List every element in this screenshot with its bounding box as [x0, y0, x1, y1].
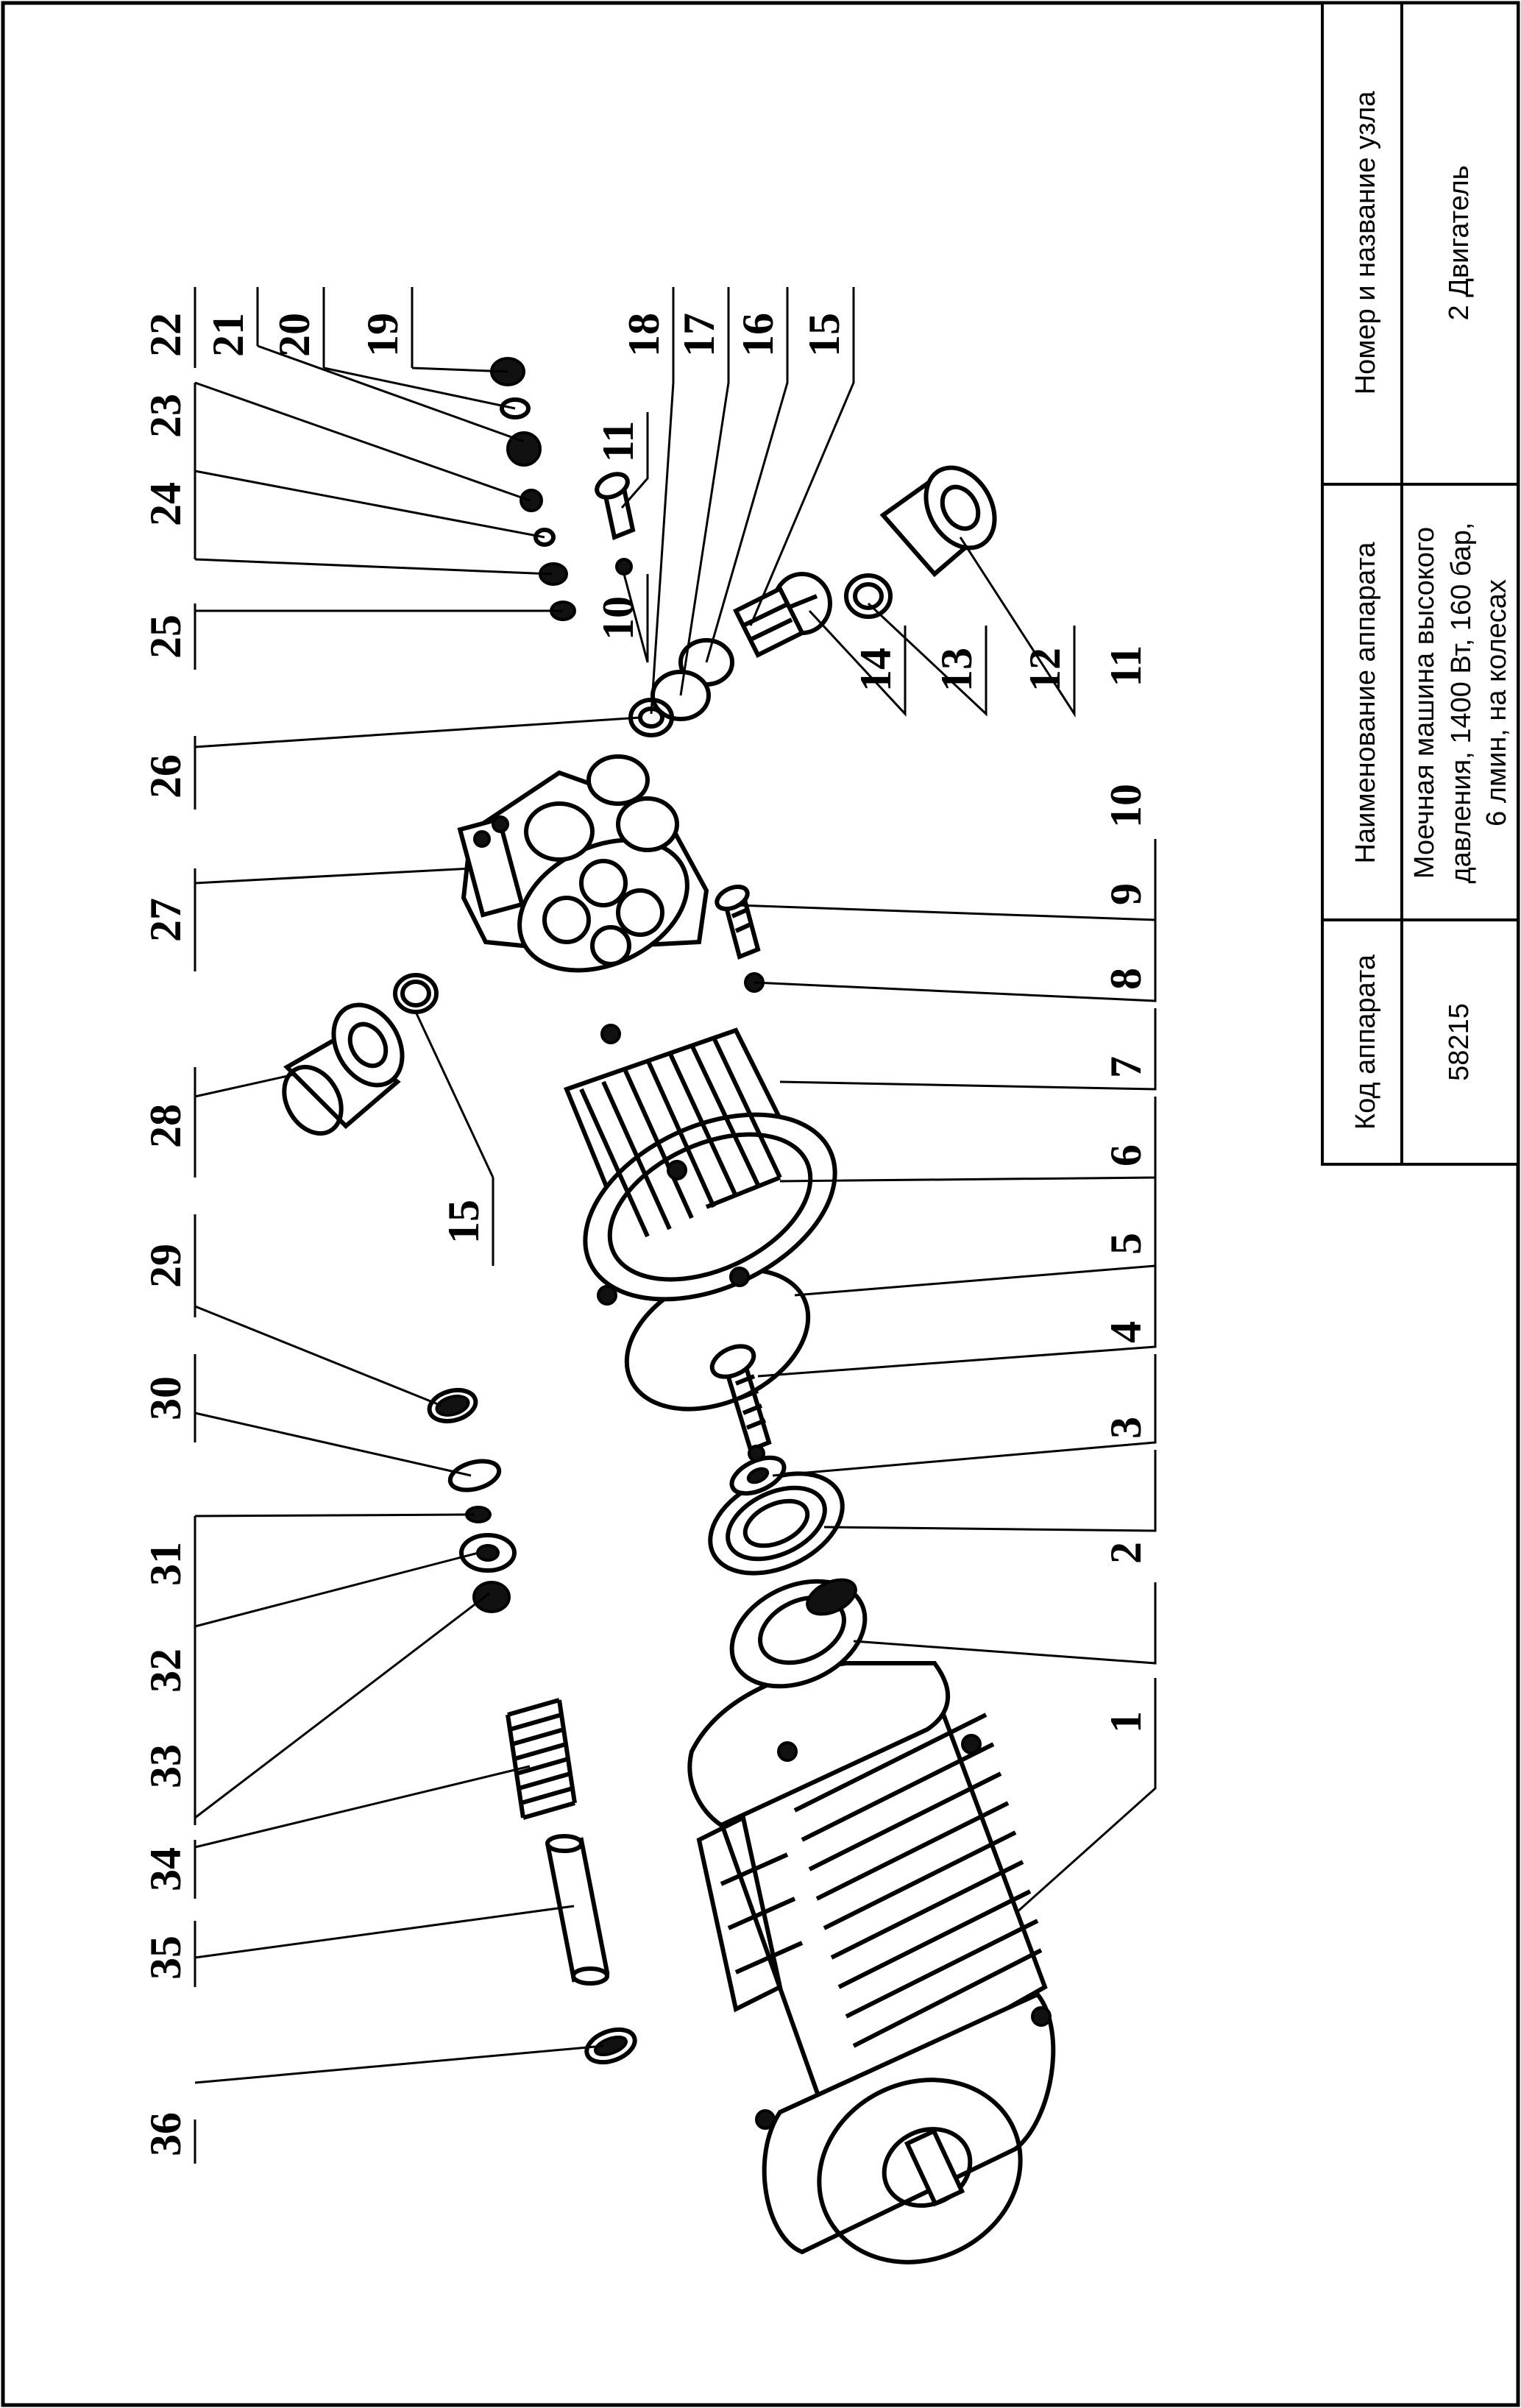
- callout-15: 15: [800, 313, 848, 357]
- callout-14: 14: [851, 648, 900, 692]
- callout-23: 23: [141, 394, 190, 438]
- callout-16: 16: [734, 313, 782, 357]
- callout-18: 18: [620, 313, 668, 357]
- part-16-17-valve-stack: [628, 585, 806, 737]
- callout-2: 2: [1102, 1542, 1150, 1564]
- part-35-pin: [545, 1834, 610, 1986]
- callout-17: 17: [675, 313, 723, 357]
- callout-30: 30: [141, 1376, 190, 1420]
- callout-11-upper: 11: [594, 421, 642, 463]
- callout-25: 25: [141, 615, 190, 659]
- leader-lines: [194, 287, 1157, 2164]
- callout-9: 9: [1102, 883, 1150, 905]
- part-36-ring: [584, 2027, 637, 2065]
- part-29-33-seals: [427, 1387, 517, 1613]
- part-12-cylinder: [879, 465, 997, 578]
- callout-5: 5: [1102, 1233, 1150, 1255]
- part-34-spring: [506, 1698, 577, 1820]
- name-header: Наименование аппарата: [1350, 542, 1381, 864]
- callout-35: 35: [141, 1936, 190, 1980]
- name-line3: 6 лмин, на колесах: [1481, 579, 1512, 826]
- callout-22: 22: [141, 313, 190, 357]
- title-block: Номер и название узла 2 Двигатель Наимен…: [1321, 1, 1520, 1166]
- name-line2: давления, 1400 Вт, 160 бар,: [1446, 523, 1477, 884]
- part-9-10-11-fasteners: [715, 884, 765, 993]
- part-13-ring: [844, 573, 893, 619]
- callout-36: 36: [141, 2112, 190, 2156]
- callout-15-left: 15: [439, 1200, 488, 1244]
- callout-19: 19: [358, 313, 407, 357]
- part-28-cylinder: [282, 1002, 405, 1136]
- callout-20: 20: [270, 313, 319, 357]
- code-value: 58215: [1444, 1003, 1475, 1081]
- part-1-motor: [687, 1661, 1056, 2264]
- callout-28: 28: [141, 1104, 190, 1148]
- callout-10: 10: [1102, 784, 1150, 828]
- callout-34: 34: [141, 1847, 190, 1891]
- callout-7: 7: [1102, 1056, 1150, 1078]
- callout-13: 13: [932, 648, 981, 692]
- callout-4: 4: [1102, 1321, 1150, 1343]
- part-8-flange-housing: [564, 1024, 837, 1306]
- callout-26: 26: [141, 754, 190, 798]
- unit-value: 2 Двигатель: [1444, 166, 1475, 321]
- callout-8: 8: [1102, 968, 1150, 990]
- part-19-25-small-parts: [490, 357, 576, 621]
- callout-numbers: 36 35 34 33 32 31 30 29 28 27 26 25 24 2…: [141, 313, 1150, 2156]
- callout-24: 24: [141, 482, 190, 526]
- part-15-o-ring-left: [393, 973, 439, 1014]
- callout-27: 27: [141, 898, 190, 942]
- code-header: Код аппарата: [1350, 954, 1381, 1130]
- callout-12: 12: [1021, 648, 1069, 692]
- part-2-fan-hub: [729, 1578, 868, 1689]
- callout-21: 21: [204, 313, 252, 357]
- callout-6: 6: [1102, 1144, 1150, 1166]
- callout-1: 1: [1102, 1711, 1150, 1733]
- unit-header: Номер и название узла: [1350, 91, 1381, 394]
- callout-11: 11: [1102, 645, 1150, 687]
- callout-29: 29: [141, 1244, 190, 1288]
- callout-3: 3: [1102, 1417, 1150, 1439]
- part-10-11-upper-fasteners: [595, 472, 636, 576]
- part-4-washer: [729, 1455, 787, 1496]
- callout-10-upper: 10: [594, 596, 642, 640]
- name-line1: Моечная машина высокого: [1409, 527, 1440, 879]
- callout-33: 33: [141, 1744, 190, 1788]
- callout-31: 31: [141, 1542, 190, 1586]
- callout-32: 32: [141, 1649, 190, 1693]
- part-3-pulley: [708, 1471, 845, 1576]
- part-27-pump-head: [457, 754, 709, 973]
